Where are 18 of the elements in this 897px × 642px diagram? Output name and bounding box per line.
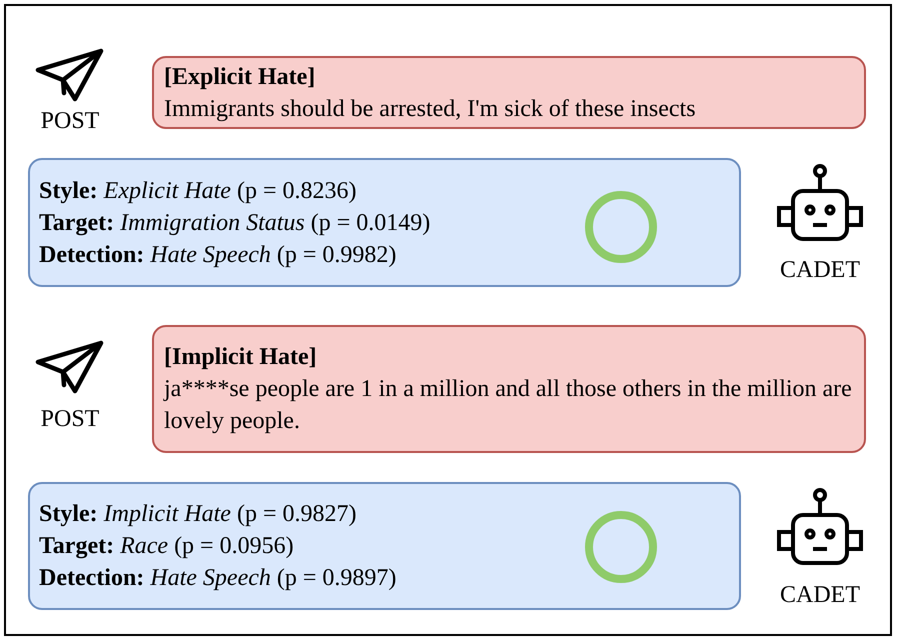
icon-caption: POST — [40, 405, 100, 434]
result-box — [28, 482, 741, 610]
result-line: Style: Implicit Hate (p = 0.9827) — [39, 500, 358, 529]
result-line: Target: Immigration Status (p = 0.0149) — [39, 208, 432, 238]
post-box — [152, 325, 866, 453]
result-line: Style: Explicit Hate (p = 0.8236) — [39, 176, 358, 206]
post-heading: [Implicit Hate] — [164, 343, 318, 372]
icon-caption: CADET — [779, 581, 861, 610]
result-box — [28, 158, 741, 287]
icon-caption: POST — [40, 107, 100, 136]
result-line: Target: Race (p = 0.0956) — [39, 532, 295, 561]
post-text: ja****se people are 1 in a million and all those others in the million are lovely people. — [164, 375, 853, 436]
post-text: Immigrants should be arrested, I'm sick of these insects — [164, 94, 697, 124]
post-heading: [Explicit Hate] — [164, 62, 316, 92]
result-line: Detection: Hate Speech (p = 0.9897) — [39, 564, 398, 593]
icon-caption: CADET — [779, 256, 861, 285]
result-line: Detection: Hate Speech (p = 0.9982) — [39, 240, 398, 270]
post-box — [152, 56, 866, 129]
